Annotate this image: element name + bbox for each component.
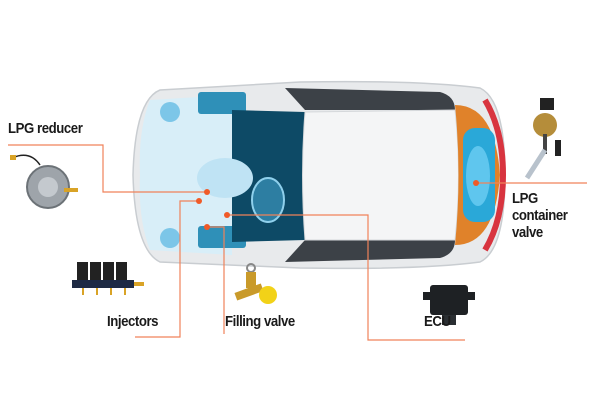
- callout-line-ecu: [227, 214, 465, 341]
- callout-line-filling-valve: [207, 226, 225, 334]
- ecu-image: [423, 285, 475, 325]
- callout-line-injectors: [135, 200, 199, 338]
- front-wheel-left: [198, 92, 246, 114]
- label-filling-valve: Filling valve: [225, 313, 295, 330]
- label-lpg-container-valve-line2: valve: [512, 224, 543, 241]
- label-lpg-container-valve-line1: LPG container: [512, 190, 568, 224]
- label-lpg-container-valve: LPG container valve: [512, 190, 589, 241]
- label-injectors: Injectors: [107, 313, 159, 330]
- filling-valve-image: [234, 263, 277, 304]
- injectors-image: [72, 262, 144, 295]
- callout-dot-lpg-container-valve: [473, 180, 479, 186]
- label-ecu: ECU: [424, 313, 451, 330]
- callout-dot-injectors: [196, 198, 202, 204]
- car-top-view: [132, 80, 507, 270]
- callout-dot-filling-valve: [204, 224, 210, 230]
- callout-dot-ecu: [224, 212, 230, 218]
- lpg-reducer-image: [10, 154, 78, 209]
- callout-line-lpg-reducer: [8, 144, 207, 193]
- lpg-container-valve-image: [524, 98, 561, 180]
- label-lpg-reducer: LPG reducer: [8, 120, 83, 137]
- callout-dot-lpg-reducer: [204, 189, 210, 195]
- callout-lines: [8, 144, 587, 341]
